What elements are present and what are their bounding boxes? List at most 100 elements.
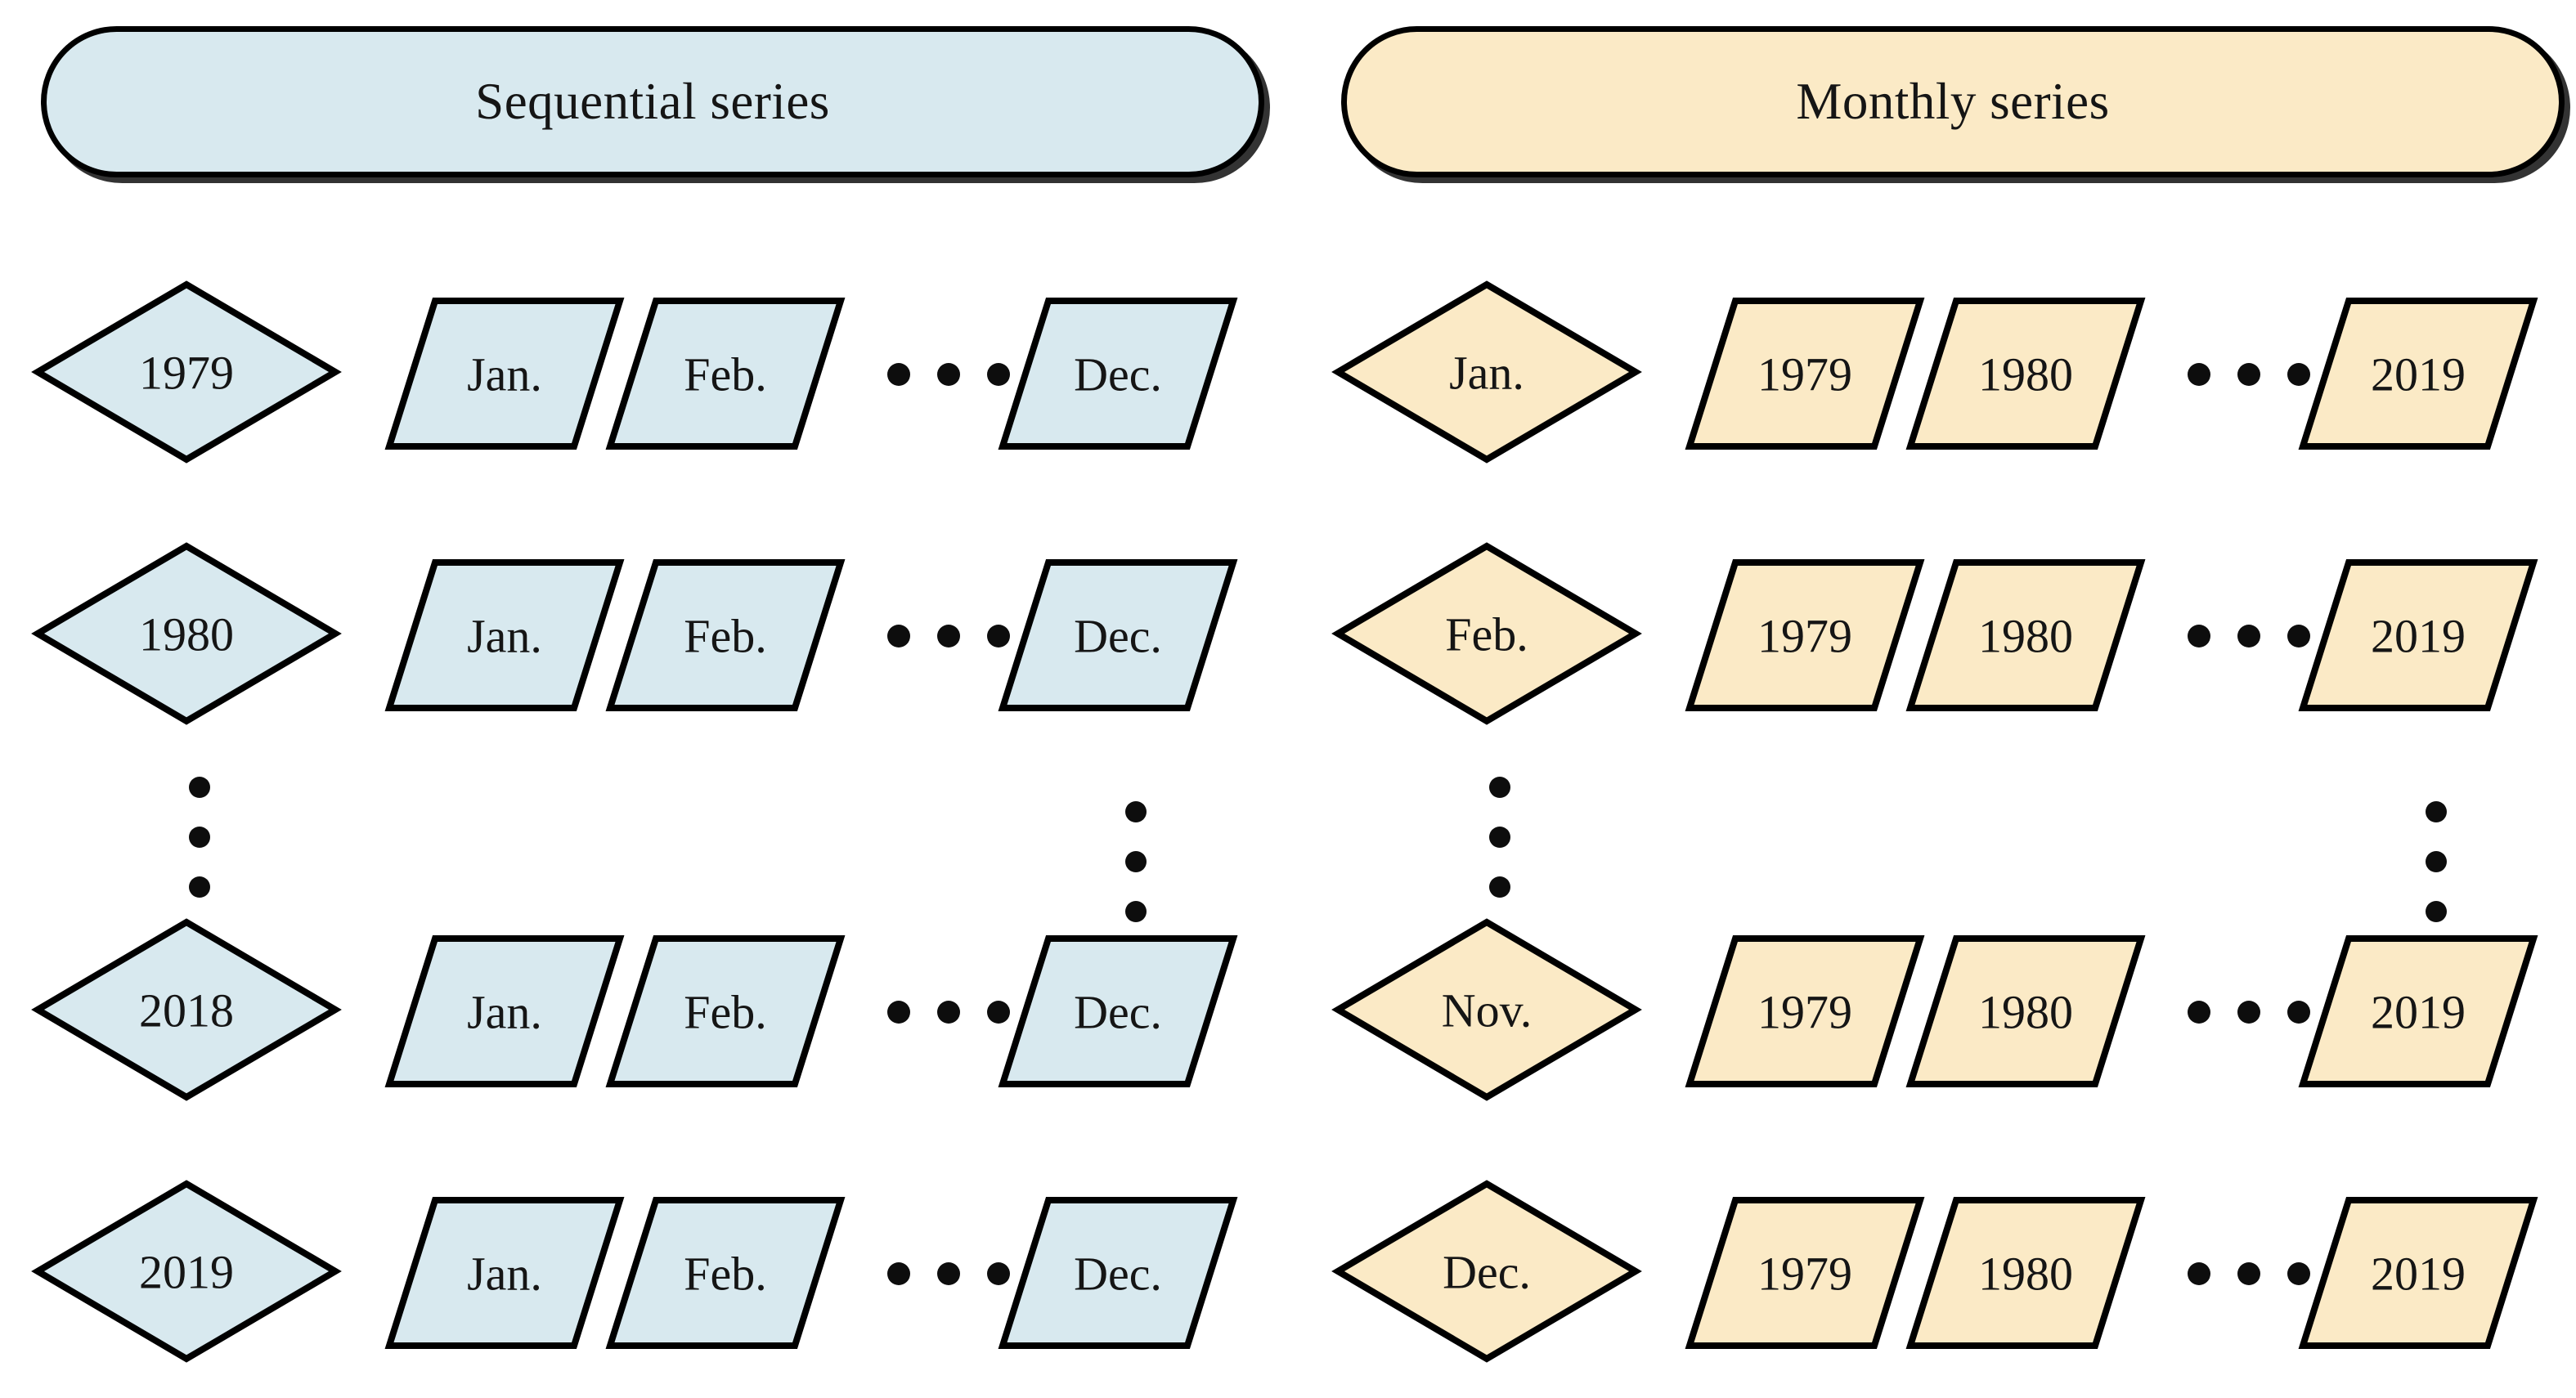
column-ellipsis-icon [2425,801,2448,922]
item-parallelogram: Feb. [605,934,850,1089]
row-key-diamond: 1980 [31,540,342,728]
dot-icon [2237,1262,2260,1285]
dot-icon [1489,876,1510,898]
dot-icon [2237,363,2260,386]
item-label: 2019 [2371,610,2466,663]
dot-icon [987,1001,1010,1024]
row-ellipsis-icon [887,1257,1010,1290]
banner-monthly-series: Monthly series [1341,26,2565,177]
item-parallelogram: Feb. [605,1195,850,1351]
banner-sequential-series: Sequential series [41,26,1264,177]
item-label: Jan. [467,348,542,401]
item-label: Feb. [684,348,767,401]
item-label: 1979 [1757,986,1852,1039]
dot-icon [937,363,960,386]
item-parallelogram: 2019 [2298,558,2543,713]
item-label: 1979 [1757,610,1852,663]
dot-icon [937,625,960,647]
row-ellipsis-icon [2188,358,2310,391]
item-label: Feb. [684,986,767,1039]
row-ellipsis-icon [2188,996,2310,1028]
item-label: 1980 [1978,348,2073,401]
item-parallelogram: 1980 [1905,296,2151,451]
item-label: 1980 [1978,610,2073,663]
row-key-label: 1980 [139,608,234,661]
dot-icon [2287,625,2310,647]
item-parallelogram: 1980 [1905,1195,2151,1351]
dot-icon [887,363,910,386]
item-label: 1980 [1978,1248,2073,1301]
item-parallelogram: Jan. [384,934,630,1089]
dot-icon [2426,851,2447,872]
item-label: 2019 [2371,348,2466,401]
dot-icon [2287,363,2310,386]
item-label: 1979 [1757,348,1852,401]
row-ellipsis-icon [2188,1257,2310,1290]
item-label: 2019 [2371,1248,2466,1301]
table-row: Dec. 1979 1980 [1325,1177,2576,1365]
dot-icon [2188,1001,2210,1024]
dot-icon [887,1262,910,1285]
panel-monthly-series: Monthly series Jan. 1979 1980 [1325,0,2576,1398]
row-key-label: Dec. [1443,1246,1531,1299]
dot-icon [987,625,1010,647]
table-row: 2019 Jan. Feb. [25,1177,1284,1365]
dot-icon [987,1262,1010,1285]
item-label: Dec. [1074,986,1162,1039]
row-key-label: 2018 [139,984,234,1037]
row-key-label: Jan. [1449,347,1524,400]
row-ellipsis-icon [887,620,1010,652]
row-key-diamond: Nov. [1331,916,1642,1104]
item-parallelogram: 2019 [2298,1195,2543,1351]
table-row: Jan. 1979 1980 [1325,278,2576,466]
item-label: Feb. [684,610,767,663]
row-key-label: Nov. [1442,984,1533,1037]
row-key-diamond: 2018 [31,916,342,1104]
item-parallelogram: 1979 [1685,296,1930,451]
row-key-diamond: 2019 [31,1177,342,1365]
item-label: Dec. [1074,348,1162,401]
dot-icon [887,625,910,647]
row-ellipsis-icon [887,358,1010,391]
item-label: Jan. [467,610,542,663]
table-row: Feb. 1979 1980 [1325,540,2576,728]
item-parallelogram: Feb. [605,558,850,713]
item-label: 1980 [1978,986,2073,1039]
item-parallelogram: Dec. [998,1195,1243,1351]
dot-icon [189,827,210,848]
item-parallelogram: 1979 [1685,558,1930,713]
column-ellipsis-icon [188,777,211,898]
banner-sequential-label: Sequential series [475,73,830,130]
dot-icon [2237,625,2260,647]
item-parallelogram: Jan. [384,558,630,713]
row-key-diamond: 1979 [31,278,342,466]
item-parallelogram: Dec. [998,296,1243,451]
item-label: 1979 [1757,1248,1852,1301]
row-ellipsis-icon [887,996,1010,1028]
dot-icon [937,1001,960,1024]
dot-icon [2287,1262,2310,1285]
row-key-diamond: Dec. [1331,1177,1642,1365]
item-parallelogram: Feb. [605,296,850,451]
item-parallelogram: 2019 [2298,934,2543,1089]
item-parallelogram: Jan. [384,1195,630,1351]
table-row: Nov. 1979 1980 [1325,916,2576,1104]
item-parallelogram: 1980 [1905,934,2151,1089]
item-parallelogram: Dec. [998,558,1243,713]
item-parallelogram: 1980 [1905,558,2151,713]
column-ellipsis-icon [1488,777,1511,898]
item-label: 2019 [2371,986,2466,1039]
item-label: Dec. [1074,610,1162,663]
dot-icon [2237,1001,2260,1024]
dot-icon [987,363,1010,386]
banner-monthly-label: Monthly series [1796,73,2110,130]
table-row: 1980 Jan. Feb. [25,540,1284,728]
item-parallelogram: 1979 [1685,934,1930,1089]
item-parallelogram: Jan. [384,296,630,451]
dot-icon [2188,363,2210,386]
row-key-diamond: Feb. [1331,540,1642,728]
row-key-label: 1979 [139,347,234,400]
row-ellipsis-icon [2188,620,2310,652]
dot-icon [937,1262,960,1285]
item-label: Jan. [467,986,542,1039]
